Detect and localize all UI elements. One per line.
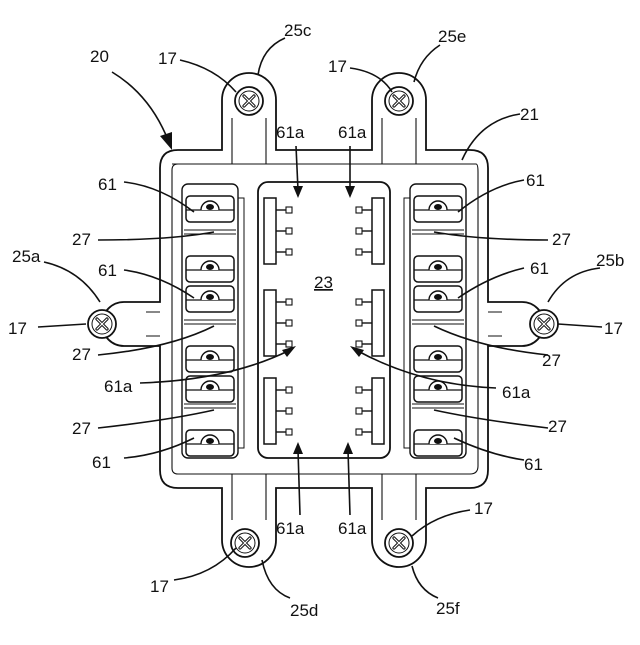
terminal-61a: [286, 429, 292, 435]
module-latch-dot: [206, 354, 214, 360]
label-27-left-2: 27: [72, 345, 91, 364]
module-61: [414, 346, 462, 372]
terminal-61a: [356, 207, 362, 213]
terminal-61a: [356, 387, 362, 393]
label-17-bottom-left: 17: [150, 577, 169, 596]
label-61a-bottom-right: 61a: [338, 519, 367, 538]
terminal-61a: [286, 408, 292, 414]
screw-1: [235, 87, 263, 115]
module-latch-dot: [206, 264, 214, 270]
module-61: [414, 430, 462, 456]
strip-bar: [372, 198, 384, 264]
terminal-61a: [356, 408, 362, 414]
terminal-61a: [356, 299, 362, 305]
module-61: [186, 430, 234, 456]
strip-bar: [264, 198, 276, 264]
module-latch-dot: [206, 204, 214, 210]
label-61a-mid-right: 61a: [502, 383, 531, 402]
screw-2: [385, 87, 413, 115]
label-21: 21: [520, 105, 539, 124]
label-25a: 25a: [12, 247, 41, 266]
module-latch-dot: [434, 264, 442, 270]
module-61: [414, 286, 462, 312]
label-17-left: 17: [8, 319, 27, 338]
screw-5: [231, 529, 259, 557]
label-61-left-2: 61: [98, 261, 117, 280]
label-20: 20: [90, 47, 109, 66]
module-61: [186, 256, 234, 282]
label-25e: 25e: [438, 27, 466, 46]
label-17-bottom-right: 17: [474, 499, 493, 518]
terminal-61a: [356, 341, 362, 347]
terminal-61a: [286, 341, 292, 347]
label-61-right-2: 61: [530, 259, 549, 278]
screw-4: [530, 310, 558, 338]
module-61: [414, 196, 462, 222]
screw-3: [88, 310, 116, 338]
strip-bar: [264, 378, 276, 444]
module-61: [186, 196, 234, 222]
label-17-right: 17: [604, 319, 623, 338]
terminal-61a: [356, 429, 362, 435]
module-latch-dot: [434, 438, 442, 444]
module-61: [186, 346, 234, 372]
terminal-61a: [286, 249, 292, 255]
terminal-61a: [286, 299, 292, 305]
label-23: 23: [314, 273, 333, 292]
module-61: [186, 286, 234, 312]
terminal-61a: [286, 228, 292, 234]
label-27-left-1: 27: [72, 230, 91, 249]
label-61a-mid-left: 61a: [104, 377, 133, 396]
strip-bar: [264, 290, 276, 356]
terminal-61a: [356, 249, 362, 255]
module-latch-dot: [434, 354, 442, 360]
module-latch-dot: [434, 384, 442, 390]
label-61a-bottom-left: 61a: [276, 519, 305, 538]
center-region-23: [258, 182, 390, 458]
label-25d: 25d: [290, 601, 318, 620]
label-61-right-1: 61: [526, 171, 545, 190]
label-27-right-3: 27: [548, 417, 567, 436]
label-27-left-3: 27: [72, 419, 91, 438]
label-25b: 25b: [596, 251, 624, 270]
terminal-61a: [286, 387, 292, 393]
label-61a-top-right: 61a: [338, 123, 367, 142]
terminal-61a: [356, 228, 362, 234]
label-27-right-2: 27: [542, 351, 561, 370]
label-61a-top-left: 61a: [276, 123, 305, 142]
terminal-61a: [286, 207, 292, 213]
label-61-right-3: 61: [524, 455, 543, 474]
module-latch-dot: [206, 384, 214, 390]
strip-bar: [372, 378, 384, 444]
label-17-top-right: 17: [328, 57, 347, 76]
strip-bar: [372, 290, 384, 356]
label-17-top-left: 17: [158, 49, 177, 68]
terminal-61a: [356, 320, 362, 326]
module-latch-dot: [206, 438, 214, 444]
label-61-left-3: 61: [92, 453, 111, 472]
module-latch-dot: [206, 294, 214, 300]
screw-6: [385, 529, 413, 557]
module-latch-dot: [434, 294, 442, 300]
module-61: [414, 256, 462, 282]
module-61: [186, 376, 234, 402]
label-25c: 25c: [284, 21, 312, 40]
label-61-left-1: 61: [98, 175, 117, 194]
terminal-61a: [286, 320, 292, 326]
label-27-right-1: 27: [552, 230, 571, 249]
label-25f: 25f: [436, 599, 460, 618]
module-latch-dot: [434, 204, 442, 210]
